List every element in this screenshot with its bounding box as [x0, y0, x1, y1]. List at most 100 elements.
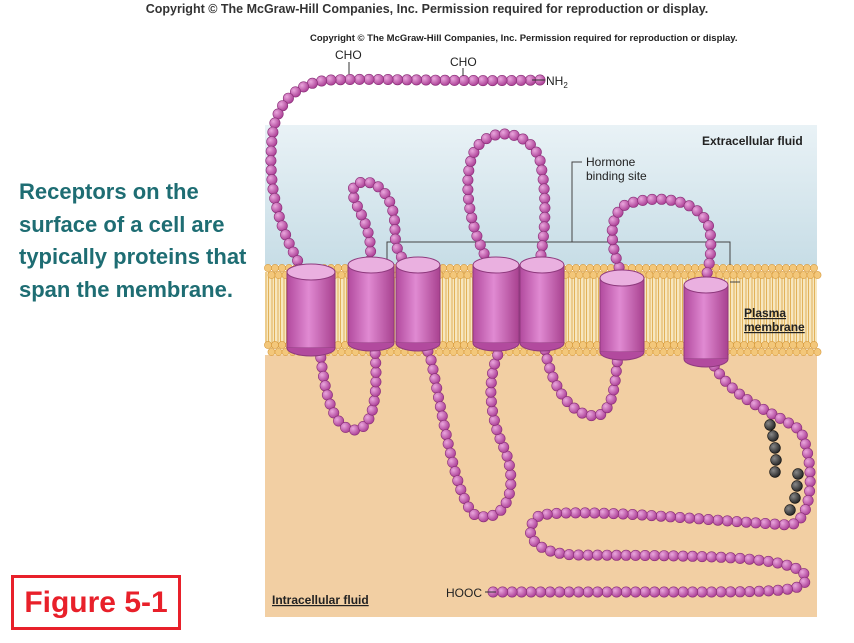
- amino-acid-bead: [516, 586, 528, 598]
- lipid-head: [684, 264, 692, 272]
- lipid-head: [456, 271, 465, 279]
- amino-acid-bead: [674, 511, 686, 523]
- amino-acid-bead: [368, 395, 380, 407]
- amino-acid-bead: [537, 174, 549, 186]
- lipid-head: [764, 348, 773, 356]
- amino-acid-bead: [554, 586, 566, 598]
- amino-acid-bead: [696, 586, 708, 598]
- lipid-head: [761, 341, 769, 349]
- amino-acid-bead: [741, 394, 753, 406]
- amino-acid-bead: [544, 586, 556, 598]
- amino-acid-bead: [803, 457, 815, 469]
- amino-acid-bead: [563, 586, 575, 598]
- amino-acid-bead: [608, 243, 620, 255]
- lipid-head: [652, 348, 661, 356]
- lipid-head: [565, 264, 573, 272]
- amino-acid-bead: [609, 375, 621, 387]
- amino-acid-bead: [365, 245, 377, 257]
- amino-acid-bead: [267, 183, 279, 195]
- lipid-head: [789, 264, 797, 272]
- amino-acid-bead: [734, 552, 746, 564]
- amino-acid-bead: [649, 550, 661, 562]
- intracellular-label: Intracellular fluid: [272, 593, 369, 607]
- amino-acid-bead: [612, 206, 624, 218]
- amino-acid-bead: [425, 354, 437, 366]
- amino-acid-bead: [702, 220, 714, 232]
- lipid-head: [722, 271, 731, 279]
- amino-acid-bead: [534, 155, 546, 167]
- lipid-head: [568, 271, 577, 279]
- amino-acid-bead: [743, 553, 755, 565]
- lipid-head: [568, 348, 577, 356]
- amino-acid-bead: [744, 586, 756, 598]
- amino-acid-bead: [431, 382, 443, 394]
- amino-acid-bead: [372, 181, 384, 193]
- lipid-head: [267, 348, 276, 356]
- lipid-head: [670, 341, 678, 349]
- amino-acid-bead: [664, 511, 676, 523]
- lipid-head: [344, 348, 353, 356]
- phosphorylated-bead: [770, 454, 782, 466]
- amino-acid-bead: [485, 377, 497, 389]
- lipid-head: [659, 271, 668, 279]
- amino-acid-bead: [486, 75, 498, 87]
- lipid-head: [274, 348, 283, 356]
- amino-acid-bead: [706, 586, 718, 598]
- lipid-head: [267, 271, 276, 279]
- lipid-head: [754, 341, 762, 349]
- amino-acid-bead: [759, 517, 771, 529]
- amino-acid-bead: [363, 73, 375, 85]
- lipid-head: [642, 264, 650, 272]
- lipid-head: [803, 341, 811, 349]
- lipid-head: [670, 264, 678, 272]
- amino-acid-bead: [420, 74, 432, 86]
- amino-acid-bead: [488, 414, 500, 426]
- lipid-head: [785, 348, 794, 356]
- amino-acid-bead: [298, 81, 310, 93]
- helix-7: [683, 276, 729, 368]
- amino-acid-bead: [391, 74, 403, 86]
- amino-acid-bead: [576, 407, 588, 419]
- amino-acid-bead: [429, 74, 441, 86]
- phosphorylated-bead: [769, 442, 781, 454]
- amino-acid-bead: [646, 510, 658, 522]
- amino-acid-bead: [489, 129, 501, 141]
- lipid-head: [572, 264, 580, 272]
- lipid-head: [736, 348, 745, 356]
- amino-acid-bead: [535, 586, 547, 598]
- amino-acid-bead: [485, 386, 497, 398]
- amino-acid-bead: [473, 139, 485, 151]
- amino-acid-bead: [269, 117, 281, 129]
- lipid-head: [435, 348, 444, 356]
- lipid-head: [512, 348, 521, 356]
- amino-acid-bead: [544, 545, 556, 557]
- amino-acid-bead: [528, 535, 540, 547]
- amino-acid-bead: [713, 368, 725, 380]
- amino-acid-bead: [570, 507, 582, 519]
- amino-acid-bead: [772, 584, 784, 596]
- lipid-head: [666, 271, 675, 279]
- lipid-head: [453, 341, 461, 349]
- amino-acid-bead: [598, 507, 610, 519]
- amino-acid-bead: [499, 128, 511, 140]
- amino-acid-bead: [740, 516, 752, 528]
- amino-acid-bead: [491, 424, 503, 436]
- amino-acid-bead: [799, 576, 811, 588]
- figure-label: Figure 5-1: [11, 575, 181, 630]
- lipid-head: [796, 264, 804, 272]
- amino-acid-bead: [606, 234, 618, 246]
- amino-acid-bead: [410, 74, 422, 86]
- amino-acid-bead: [704, 229, 716, 241]
- lipid-head: [264, 264, 272, 272]
- amino-acid-bead: [387, 205, 399, 217]
- amino-acid-bead: [471, 230, 483, 242]
- helix-3: [395, 256, 441, 352]
- lipid-head: [582, 271, 591, 279]
- amino-acid-bead: [538, 221, 550, 233]
- lipid-head: [806, 271, 815, 279]
- amino-acid-bead: [703, 257, 715, 269]
- slide-caption: Receptors on the surface of a cell are t…: [19, 179, 247, 302]
- amino-acid-bead: [804, 476, 816, 488]
- amino-acid-bead: [364, 236, 376, 248]
- amino-acid-bead: [696, 551, 708, 563]
